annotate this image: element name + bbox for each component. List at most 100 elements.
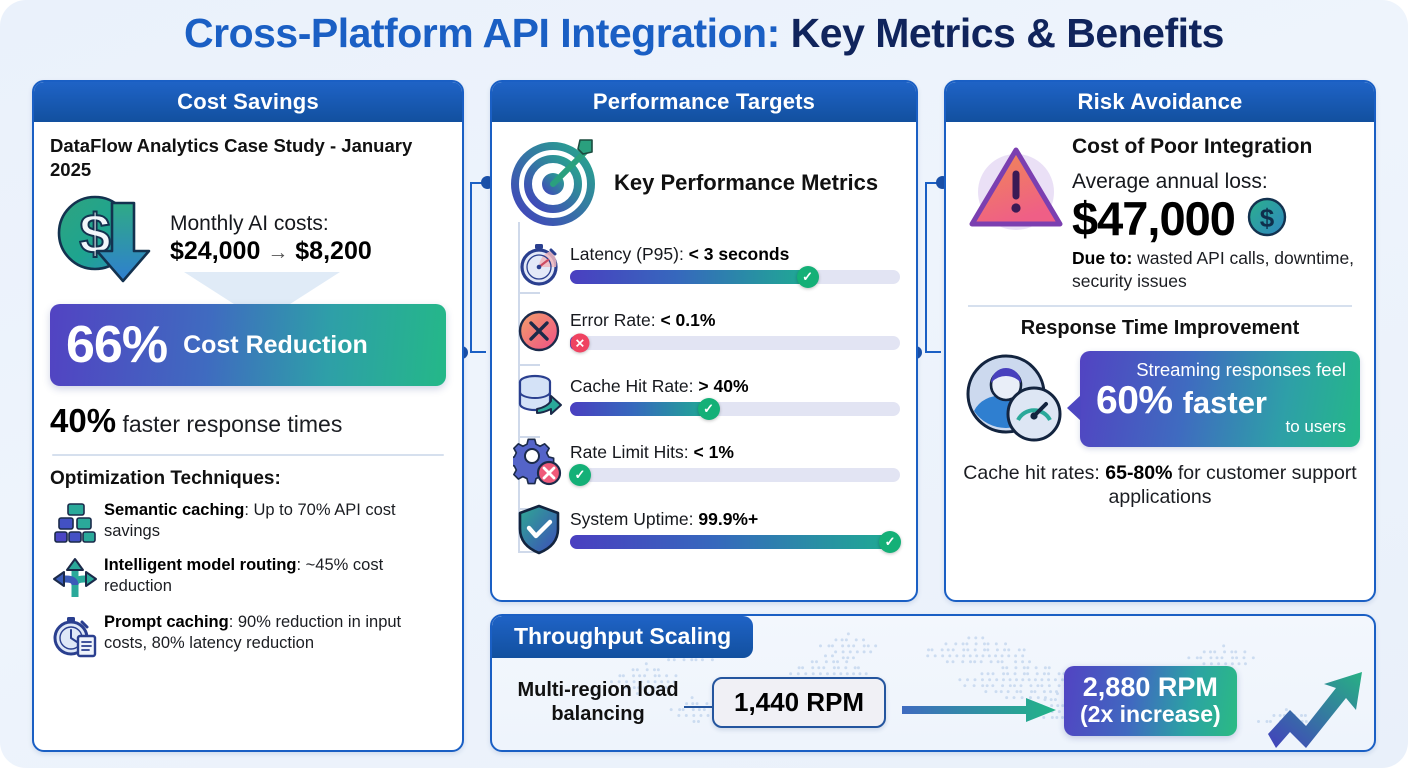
risk-panel-divider: [968, 304, 1352, 307]
technique-name: Semantic caching: [104, 500, 245, 519]
spine-tick: [518, 551, 540, 553]
streaming-bubble: Streaming responses feel 60% faster to u…: [1067, 351, 1360, 447]
check-icon: ✓: [879, 531, 902, 553]
check-icon: ✓: [796, 266, 819, 288]
page-title: Cross-Platform API Integration: Key Metr…: [0, 10, 1408, 57]
metric-label: System Uptime: 99.9%+: [570, 509, 900, 530]
case-study-title: DataFlow Analytics Case Study - January …: [50, 135, 413, 181]
shield-check-icon: [508, 503, 570, 555]
cost-panel-divider: [52, 453, 444, 456]
throughput-after-box: 2,880 RPM (2x increase): [1064, 666, 1237, 736]
risk-due-detail: wasted API calls, downtime, security iss…: [1072, 248, 1355, 291]
kpm-header: Key Performance Metrics: [508, 134, 900, 233]
throughput-after-note: (2x increase): [1080, 701, 1221, 728]
cost-reduction-label: Cost Reduction: [183, 330, 368, 359]
user-speedometer-icon: [960, 350, 1066, 449]
panel-performance-targets: Performance Targets: [490, 80, 918, 602]
throughput-before-value: 1,440 RPM: [712, 677, 887, 728]
metric-label: Latency (P95): < 3 seconds: [570, 244, 900, 265]
technique-text: Prompt caching: 90% reduction in input c…: [104, 612, 446, 654]
faster-response-text: faster response times: [116, 410, 343, 437]
optimization-heading: Optimization Techniques:: [50, 467, 281, 489]
metric-row-rate-limit: Rate Limit Hits: < 1% ✓: [508, 437, 900, 487]
throughput-source-label: Multi-region load balancing: [517, 679, 679, 726]
cost-reduction-banner: 66% Cost Reduction: [50, 303, 446, 386]
technique-item: Semantic caching: Up to 70% API cost sav…: [50, 500, 446, 544]
response-time-improvement-heading: Response Time Improvement: [1020, 316, 1300, 339]
metric-label: Error Rate: < 0.1%: [570, 310, 900, 331]
metric-name: Latency (P95):: [570, 244, 689, 264]
panel-risk-avoidance: Risk Avoidance: [944, 80, 1376, 602]
database-icon: [508, 371, 570, 421]
throughput-flow: Multi-region load balancing 1,440 RPM 2,…: [492, 660, 1374, 750]
svg-text:$: $: [1260, 203, 1275, 233]
cache-note-suffix: for customer support applications: [1108, 461, 1357, 508]
spine-tick: [518, 364, 540, 366]
metric-row-error-rate: Error Rate: < 0.1% ✕: [508, 305, 900, 355]
throughput-connector-line: [684, 706, 712, 708]
right-arrow-icon: [902, 696, 1062, 729]
warning-triangle-icon: [960, 134, 1072, 242]
cost-after: $8,200: [295, 237, 372, 266]
kpm-title: Key Performance Metrics: [614, 170, 879, 196]
technique-item: Prompt caching: 90% reduction in input c…: [50, 612, 446, 658]
panel-cost-savings: Cost Savings DataFlow Analytics Case Stu…: [32, 80, 464, 752]
blocks-icon: [50, 500, 100, 544]
check-icon: ✓: [697, 398, 720, 420]
faster-response-line: 40% faster response times: [50, 402, 446, 440]
metric-label: Rate Limit Hits: < 1%: [570, 442, 900, 463]
annual-loss-amount: $47,000: [1072, 192, 1236, 246]
upward-trend-arrow-icon: [1262, 656, 1372, 750]
stopwatch-icon: [508, 239, 570, 289]
technique-detail: : 90% reduction in input costs, 80% late…: [104, 612, 402, 652]
metric-name: Rate Limit Hits:: [570, 442, 694, 462]
streaming-bubble-row: Streaming responses feel 60% faster to u…: [960, 350, 1360, 449]
metric-row-uptime: System Uptime: 99.9%+ ✓: [508, 503, 902, 555]
metric-value: < 1%: [693, 442, 734, 462]
risk-heading: Cost of Poor Integration: [1072, 135, 1313, 158]
risk-due-text: Due to: wasted API calls, downtime, secu…: [1072, 247, 1360, 293]
technique-text: Semantic caching: Up to 70% API cost sav…: [104, 500, 446, 542]
panel-throughput-scaling-header: Throughput Scaling: [492, 616, 754, 658]
target-dartboard-icon: [508, 134, 602, 233]
dollar-coin-icon: $: [1245, 195, 1289, 244]
metric-label: Cache Hit Rate: > 40%: [570, 376, 900, 397]
metric-value: < 3 seconds: [688, 244, 790, 264]
gear-error-icon: [508, 437, 570, 487]
annual-loss-label: Average annual loss:: [1072, 170, 1268, 194]
page-title-part1: Cross-Platform API Integration:: [184, 10, 780, 56]
bubble-line-2: 60% faster: [1096, 381, 1346, 421]
panel-cost-savings-header: Cost Savings: [34, 82, 462, 122]
error-x-icon: [508, 305, 570, 355]
throughput-after-value: 2,880 RPM: [1082, 672, 1218, 702]
faster-response-percent: 40%: [50, 401, 117, 439]
metric-name: Cache Hit Rate:: [570, 376, 699, 396]
stopwatch-document-icon: [50, 612, 100, 658]
routing-arrows-icon: [50, 555, 100, 601]
technique-detail: : ~45% cost reduction: [104, 555, 384, 595]
panel-performance-targets-header: Performance Targets: [492, 82, 916, 122]
metric-row-latency: Latency (P95): < 3 seconds ✓: [508, 239, 900, 289]
bubble-line-3: to users: [1285, 417, 1346, 436]
technique-name: Prompt caching: [104, 612, 229, 631]
monthly-cost-row: $ Monthly AI costs: $24,000 → $8,200: [50, 191, 446, 288]
risk-top-section: Cost of Poor Integration Average annual …: [960, 134, 1360, 293]
metric-progress-bar: ✓: [568, 464, 900, 486]
bubble-percent: 60%: [1096, 379, 1173, 422]
metric-name: System Uptime:: [570, 509, 699, 529]
spine-tick: [518, 292, 540, 294]
check-icon: ✓: [568, 464, 591, 486]
technique-item: Intelligent model routing: ~45% cost red…: [50, 555, 446, 601]
dollar-down-arrow-icon: $: [50, 191, 162, 288]
metric-progress-bar: ✓: [570, 398, 900, 420]
metric-progress-bar: ✓: [570, 266, 900, 288]
close-icon: ✕: [570, 333, 590, 353]
metric-progress-bar: ✓: [570, 531, 902, 553]
monthly-cost-label: Monthly AI costs:: [170, 212, 329, 236]
annual-loss-row: $47,000 $: [1072, 192, 1360, 246]
technique-name: Intelligent model routing: [104, 555, 297, 574]
monthly-cost-values: $24,000 → $8,200: [170, 237, 372, 266]
metric-progress-bar: ✕: [570, 333, 900, 353]
metric-value: 99.9%+: [698, 509, 759, 529]
